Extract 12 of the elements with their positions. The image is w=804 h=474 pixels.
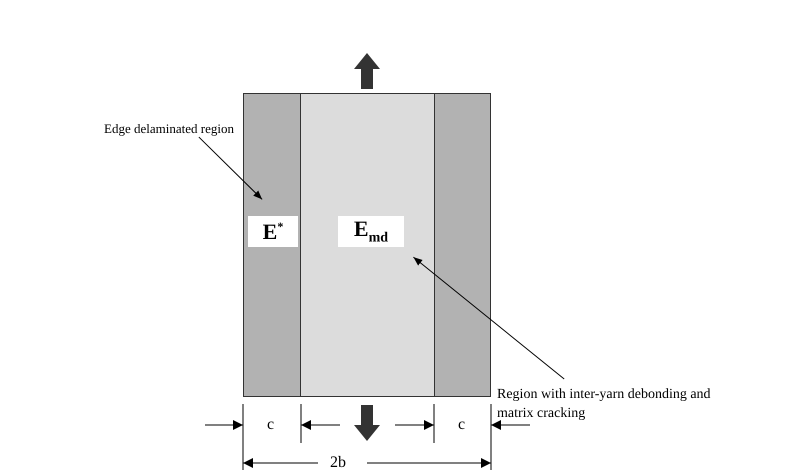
modulus-label: E$^{*}$ (248, 216, 298, 247)
leader-line (412, 256, 565, 380)
dimension-label: 2b (330, 453, 346, 472)
region-strip (243, 93, 301, 397)
modulus-label: E$_{md}$ (338, 216, 404, 247)
callout-text: Edge delaminated region (104, 119, 234, 138)
leader-line (198, 136, 263, 200)
callout-text: Region with inter-yarn debonding and matrix cracking (497, 385, 737, 425)
region-strip (300, 93, 435, 397)
region-strip (434, 93, 491, 397)
dimension-label: c (458, 415, 466, 434)
dimension-label: c (267, 415, 274, 434)
